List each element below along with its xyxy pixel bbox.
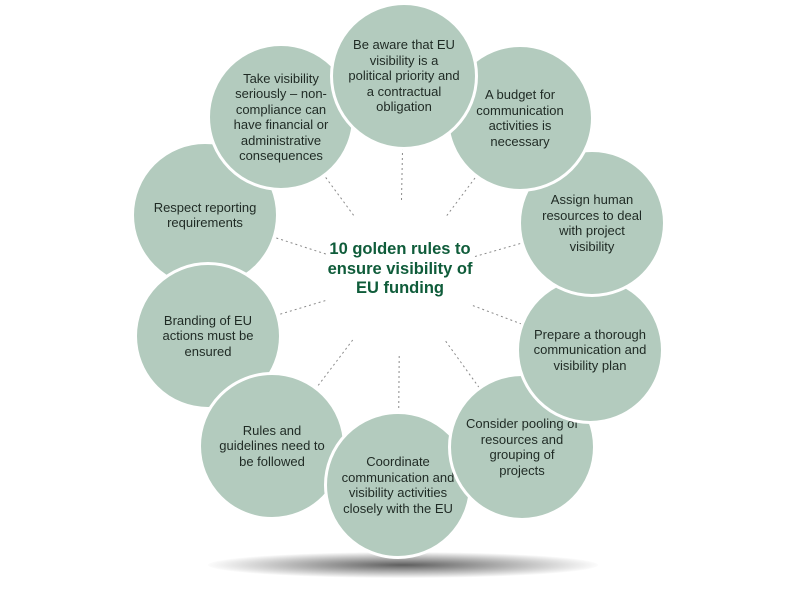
rule-bubble-4: Prepare a thorough communication and vis… <box>516 276 664 424</box>
rule-7-text: Rules and guidelines need to be followed <box>219 422 325 469</box>
rule-bubble-3: Assign human resources to deal with proj… <box>518 149 666 297</box>
rule-2-text: A budget for communication activities is… <box>476 87 564 149</box>
rule-8-text: Branding of EU actions must be ensured <box>162 312 254 359</box>
connector-rule-8 <box>265 300 326 320</box>
rule-5-text: Consider pooling of resources and groupi… <box>465 416 579 478</box>
rule-3-text: Assign human resources to deal with proj… <box>542 192 642 254</box>
rule-4-text: Prepare a thorough communication and vis… <box>533 326 647 373</box>
connector-rule-5 <box>445 340 488 399</box>
rule-1-text: Be aware that EU visibility is a politic… <box>348 37 460 115</box>
rule-bubble-1: Be aware that EU visibility is a politic… <box>330 2 478 150</box>
center-title: 10 golden rules to ensure visibility of … <box>327 240 473 297</box>
rule-bubble-7: Rules and guidelines need to be followed <box>198 372 346 520</box>
rule-6-text: Coordinate communication and visibility … <box>341 454 455 516</box>
rule-10-text: Take visibility seriously – non-complian… <box>233 70 329 164</box>
rule-9-text: Respect reporting requirements <box>153 199 257 231</box>
connector-rule-4 <box>472 305 535 330</box>
connector-rule-6 <box>398 355 400 426</box>
connector-rule-1 <box>401 135 404 201</box>
rule-bubble-10: Take visibility seriously – non-complian… <box>207 43 355 191</box>
